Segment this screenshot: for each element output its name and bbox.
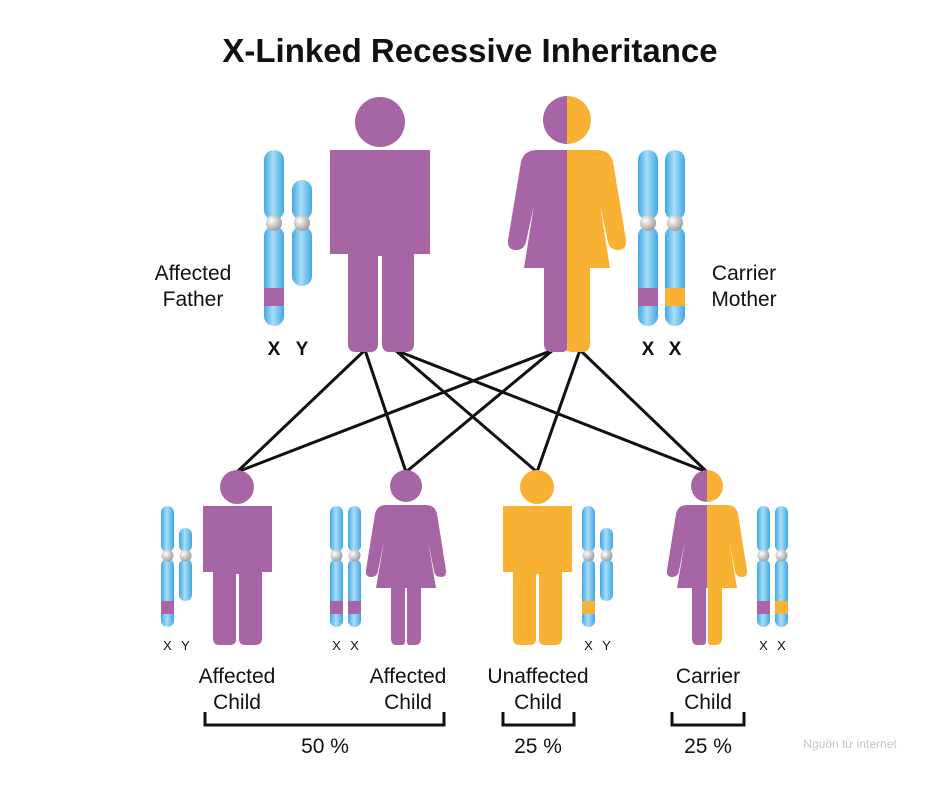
child-1-label-line2: Child — [213, 691, 261, 714]
child-3-chromosome-label-1: X — [584, 638, 593, 653]
line-mother-child1 — [236, 348, 554, 474]
father-label-line2: Father — [163, 288, 224, 311]
child-3-chromosome-label-2: Y — [602, 638, 611, 653]
mother-label-line2: Mother — [711, 288, 776, 311]
group-brackets — [203, 712, 746, 727]
child-1-chromosomes: X Y — [161, 506, 192, 653]
child-1-label-line1: Affected — [199, 665, 276, 688]
child-2-chromosome-label-2: X — [350, 638, 359, 653]
mother-chromosome-label-2: X — [669, 339, 682, 360]
bracket-group-3 — [670, 712, 746, 727]
line-mother-child2 — [405, 348, 554, 474]
group-1-percent: 50 % — [301, 735, 349, 758]
source-credit: Nguồn từ internet — [803, 737, 897, 751]
child-2-chromosome-label-1: X — [332, 638, 341, 653]
child-3-label-line1: Unaffected — [487, 665, 588, 688]
group-3-percent: 25 % — [684, 735, 732, 758]
mother-label-line1: Carrier — [712, 262, 776, 285]
bracket-group-2 — [501, 712, 576, 727]
child-3-figure — [503, 470, 572, 645]
child-4-chromosome-label-2: X — [777, 638, 786, 653]
child-2-chromosomes: X X — [330, 506, 361, 653]
child-3-chromosomes: X Y — [582, 506, 613, 653]
child-4-label-line2: Child — [684, 691, 732, 714]
bracket-group-1 — [203, 712, 446, 727]
inheritance-lines — [235, 348, 709, 474]
child-2-label-line1: Affected — [370, 665, 447, 688]
group-2-percent: 25 % — [514, 735, 562, 758]
line-father-child2 — [363, 349, 408, 473]
father-chromosomes: X Y — [264, 150, 312, 360]
mother-chromosome-label-1: X — [642, 339, 655, 360]
father-chromosome-label-1: X — [268, 339, 281, 360]
line-father-child4 — [394, 348, 708, 474]
child-1-chromosome-label-2: Y — [181, 638, 190, 653]
child-2-figure — [365, 470, 447, 645]
mother-figure — [507, 96, 627, 352]
mother-chromosomes: X X — [638, 150, 685, 360]
child-4-chromosomes: X X — [757, 506, 788, 653]
child-4-label-line1: Carrier — [676, 665, 740, 688]
father-figure — [330, 97, 430, 352]
child-3-label-line2: Child — [514, 691, 562, 714]
line-father-child3 — [394, 348, 538, 474]
line-father-child1 — [235, 348, 367, 474]
child-2-label-line2: Child — [384, 691, 432, 714]
child-1-figure — [203, 470, 272, 645]
child-4-chromosome-label-1: X — [759, 638, 768, 653]
child-4-figure — [666, 470, 748, 645]
line-mother-child3 — [535, 349, 582, 473]
line-mother-child4 — [578, 348, 709, 474]
father-chromosome-label-2: Y — [296, 339, 309, 360]
diagram-title: X-Linked Recessive Inheritance — [222, 32, 717, 69]
child-1-chromosome-label-1: X — [163, 638, 172, 653]
father-label-line1: Affected — [155, 262, 232, 285]
